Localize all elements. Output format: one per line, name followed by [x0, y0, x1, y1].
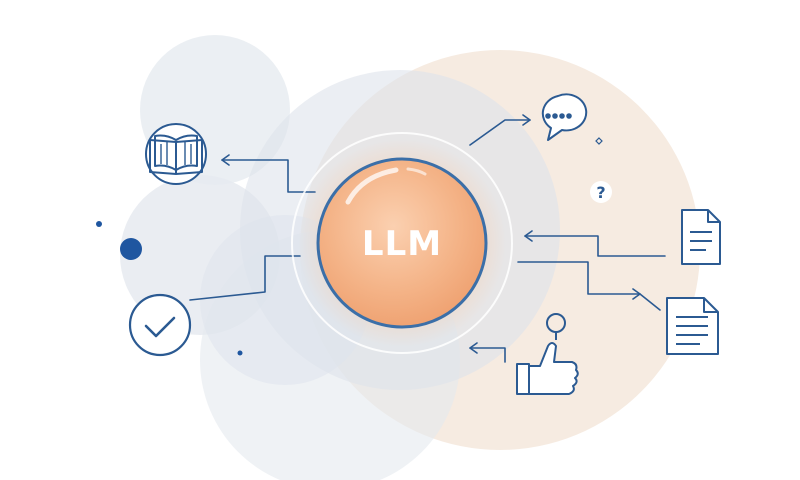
llm-core: LLM	[291, 132, 513, 354]
connectors	[189, 114, 666, 363]
svg-text:?: ?	[596, 183, 605, 202]
question-mark-icon: ?	[590, 181, 612, 203]
connector-chat	[469, 119, 531, 146]
arrowhead-book	[221, 154, 230, 166]
core-outer-ring	[291, 132, 513, 354]
check-circle-icon	[128, 293, 192, 357]
document-icon-bottom	[666, 297, 719, 355]
book-icon	[145, 123, 207, 185]
connector-book	[221, 159, 316, 193]
chat-bubble-icon	[541, 93, 588, 141]
connector-check	[189, 255, 301, 301]
document-icon-top	[681, 209, 721, 265]
connector-doc-bottom-tail	[639, 293, 661, 311]
thumbs-up-icon	[516, 313, 579, 395]
core-highlight	[345, 167, 399, 205]
connector-doc-top	[524, 235, 666, 257]
dot-small-bottom	[237, 350, 243, 356]
arrowhead-thumbs	[469, 342, 478, 354]
connector-thumbs	[469, 347, 506, 363]
dot-large	[120, 238, 142, 260]
arrowhead-doc-top	[524, 230, 533, 242]
connector-doc-bottom	[517, 261, 641, 295]
core-sphere	[316, 157, 488, 329]
dot-small-top	[96, 221, 102, 227]
core-label: LLM	[362, 224, 442, 264]
core-highlight-small	[406, 167, 427, 176]
arrowhead-chat	[522, 114, 531, 126]
small-diamond	[595, 137, 603, 145]
